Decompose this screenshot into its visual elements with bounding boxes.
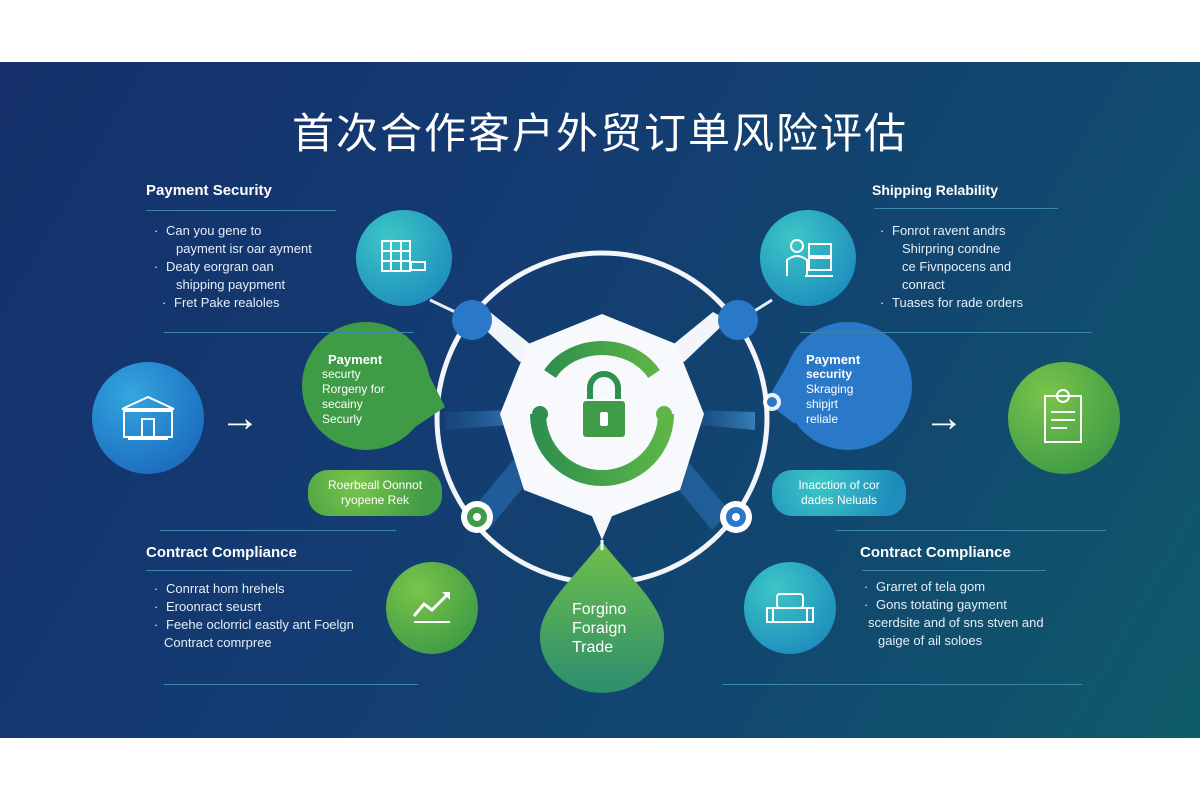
arrow-right-right: →: [924, 396, 964, 440]
diagram-canvas: 首次合作客户外贸订单风险评估 Payment Security ·Can you…: [0, 62, 1200, 738]
list-item: ·Tuases for rade orders: [880, 295, 1024, 310]
list-item: gaige of ail soloes: [878, 633, 983, 648]
list-item: Shirpring condne: [902, 241, 1001, 256]
section-list-top-left: ·Can you gene to payment isr oar ayment …: [154, 222, 414, 312]
payment-bubble-right: [763, 322, 912, 450]
shipping-worker-icon: [786, 239, 833, 277]
bubble-text-right: Payment security Skraging shipjrt relial…: [806, 352, 861, 426]
list-item: ·Fret Pake realoles: [162, 295, 280, 310]
list-item: ·Eroonract seusrt: [154, 599, 262, 614]
hub-arc-cap-left: [532, 406, 548, 422]
section-heading-bottom-right: Contract Compliance: [860, 544, 1011, 561]
icon-circle-far-right: [1008, 362, 1120, 474]
list-item: shipping paypment: [176, 277, 286, 292]
pill-left: Roerbeall Oonnot ryopene Rek: [308, 470, 442, 516]
icon-circle-top-right: [760, 210, 856, 306]
divider-bottom-right-top: [836, 530, 1106, 531]
list-item: Contract comrpree: [164, 635, 272, 650]
ring-node-top-right: [718, 300, 758, 340]
list-item: ce Fivnpocens and: [902, 259, 1012, 274]
divider-bottom-left-top: [160, 530, 396, 531]
divider-top-right: [874, 208, 1058, 209]
beam-right: [690, 410, 755, 430]
divider-bottom-left-2: [164, 684, 418, 685]
hub-arc-bottom: [530, 413, 674, 486]
ring-node-bottom-left: [461, 501, 493, 533]
payment-bubble-left: [302, 322, 445, 450]
document-grid-icon: [381, 240, 426, 272]
padlock-icon: [581, 371, 627, 439]
ring-node-top-left: [452, 300, 492, 340]
icon-circle-bottom-right: [744, 562, 836, 654]
foreign-trade-label: Forgino Foraign Trade: [572, 601, 627, 656]
bubble-text-left: Payment securty Rorgeny for secainy Secu…: [322, 352, 385, 426]
hub-arc-cap-right: [656, 406, 672, 422]
divider-top-left: [146, 210, 336, 211]
list-item: payment isr oar ayment: [176, 241, 312, 256]
list-item: ·Feehe oclorricl eastly ant Foelgn: [154, 617, 354, 632]
page-title: 首次合作客户外贸订单风险评估: [291, 109, 908, 158]
cargo-box-icon: [766, 593, 814, 623]
list-item: ·Deaty eorgran oan: [154, 259, 274, 274]
divider-bottom-right: [862, 570, 1046, 571]
section-heading-top-right: Shipping Relability: [872, 182, 999, 198]
list-item: ·Gons totating gayment: [864, 597, 1007, 612]
icon-circle-bottom-left: [386, 562, 478, 654]
list-item: conract: [902, 277, 945, 292]
ray-upper-right: [664, 312, 728, 362]
divider-top-left-2: [164, 332, 414, 333]
bank-building-icon: [121, 395, 175, 440]
pill-right: Inacction of cor dades Neluals: [772, 470, 906, 516]
divider-bottom-left: [146, 570, 352, 571]
icon-circle-top-left: [356, 210, 452, 306]
foreign-trade-drop: [540, 542, 664, 693]
growth-chart-icon: [412, 592, 450, 623]
section-list-bottom-right: ·Grarret of tela gom ·Gons totating gaym…: [864, 578, 1094, 650]
hub-ring-layer: [302, 250, 912, 693]
hub-arc-top: [544, 340, 660, 379]
list-item: scerdsite and of sns stven and: [868, 615, 1044, 630]
arrow-right-left: →: [220, 396, 260, 440]
list-item: ·Can you gene to: [154, 223, 262, 238]
list-item: ·Conrrat hom hrehels: [154, 581, 285, 596]
list-item: ·Fonrot ravent andrs: [880, 223, 1006, 238]
contract-document-icon: [1044, 389, 1082, 443]
section-list-top-right: ·Fonrot ravent andrs Shirpring condne ce…: [880, 222, 1160, 312]
section-heading-top-left: Payment Security: [146, 182, 272, 199]
divider-bottom-right-2: [722, 684, 1082, 685]
section-heading-bottom-left: Contract Compliance: [146, 544, 297, 561]
list-item: ·Grarret of tela gom: [864, 579, 986, 594]
icon-circle-far-left: [92, 362, 204, 474]
divider-top-right-2: [800, 332, 1092, 333]
ring-node-bottom-right: [720, 501, 752, 533]
section-list-bottom-left: ·Conrrat hom hrehels ·Eroonract seusrt ·…: [154, 580, 394, 652]
